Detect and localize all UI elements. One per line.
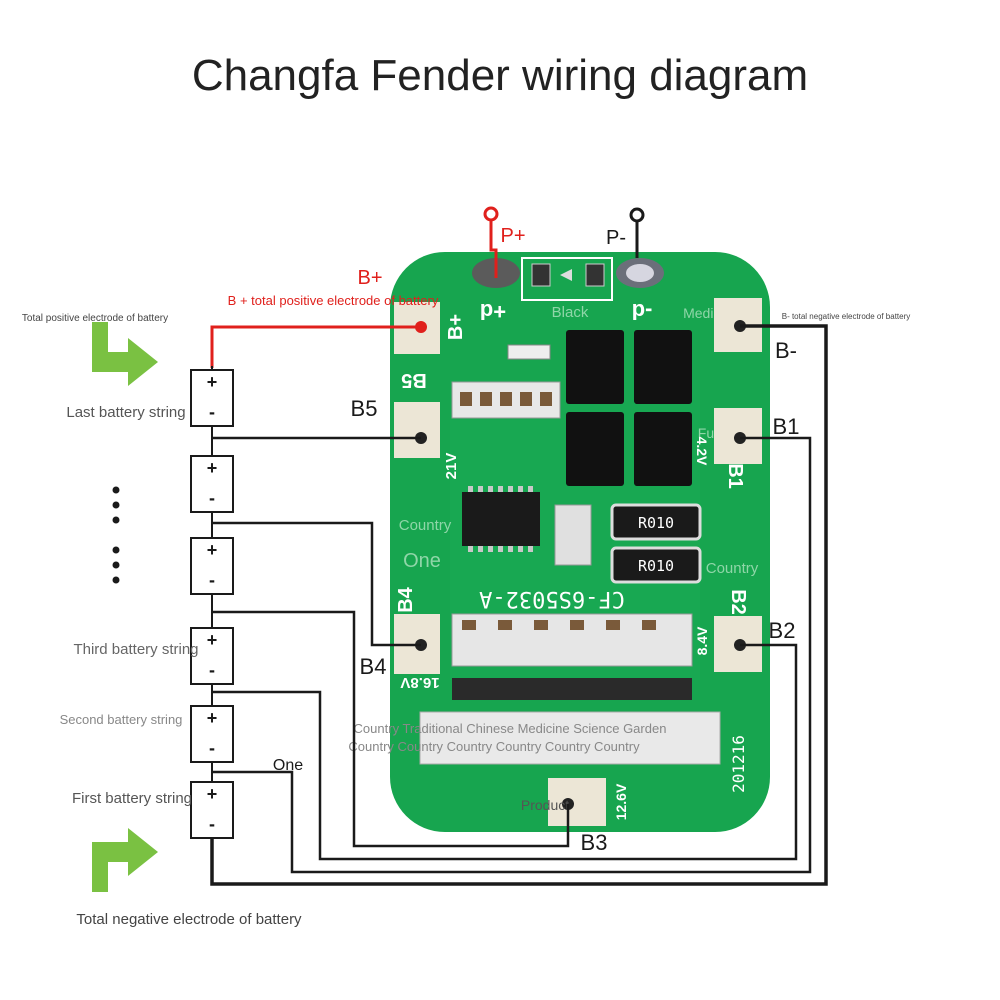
label-b5: B5 bbox=[351, 396, 378, 421]
label-b-plus-desc: B + total positive electrode of battery bbox=[228, 293, 439, 308]
silk-black: Black bbox=[552, 304, 589, 321]
shunt-resistor-1 bbox=[610, 503, 702, 541]
silk-b4: B4 bbox=[395, 586, 417, 612]
ic-chip-pins bbox=[468, 486, 533, 552]
label-one: One bbox=[273, 757, 303, 774]
label-p-minus: P- bbox=[606, 227, 626, 249]
cell-plus-sign: + bbox=[207, 540, 218, 560]
label-b-plus: B+ bbox=[357, 267, 382, 289]
label-last-string: Last battery string bbox=[66, 404, 185, 421]
wire-b-plus bbox=[210, 325, 421, 368]
silk-b2: B2 bbox=[727, 589, 749, 615]
label-b4: B4 bbox=[360, 654, 387, 679]
connector-strip-dark bbox=[452, 678, 692, 700]
cell-minus-sign: - bbox=[209, 660, 215, 680]
label-b3: B3 bbox=[581, 830, 608, 855]
silk-b1: B1 bbox=[724, 463, 746, 489]
connector-strip-light bbox=[419, 711, 721, 765]
cell-plus-sign: + bbox=[207, 458, 218, 478]
battery-cell-last: + - bbox=[190, 366, 234, 427]
mosfet-2 bbox=[634, 330, 692, 404]
wire-b1 bbox=[212, 436, 812, 874]
wire-b2 bbox=[212, 643, 798, 861]
label-first-string: First battery string bbox=[72, 790, 192, 807]
mosfet-4 bbox=[634, 412, 692, 486]
mosfet-1 bbox=[566, 330, 624, 404]
silk-p-plus: +d bbox=[480, 299, 506, 324]
board-model: CF-6S5032-A bbox=[479, 586, 625, 611]
smd-top bbox=[507, 344, 551, 360]
arrow-total-positive-icon bbox=[92, 322, 158, 386]
diode-left bbox=[531, 263, 551, 287]
resistor-array-cells bbox=[462, 620, 656, 630]
silk-one: One bbox=[403, 550, 441, 572]
label-p-plus: P+ bbox=[500, 225, 525, 247]
shunt-resistor-2 bbox=[610, 546, 702, 584]
ellipsis-dots bbox=[112, 486, 120, 584]
pad-b5 bbox=[394, 402, 440, 458]
silk-168v: 16.8V bbox=[400, 674, 439, 691]
battery-cell-first: + - bbox=[190, 781, 234, 839]
silk-country-2: Country bbox=[706, 560, 759, 577]
label-third-string: Third battery string bbox=[73, 641, 198, 658]
cell-minus-sign: - bbox=[209, 738, 215, 758]
label-b-minus-desc: B- total negative electrode of battery bbox=[782, 312, 911, 321]
board-date: 201216 bbox=[729, 735, 748, 793]
silk-b-plus: B+ bbox=[445, 314, 467, 340]
cell-minus-sign: - bbox=[209, 570, 215, 590]
battery-cell-4: + - bbox=[190, 537, 234, 595]
cell-minus-sign: - bbox=[209, 402, 215, 422]
mosfet-3 bbox=[566, 412, 624, 486]
label-b1: B1 bbox=[773, 414, 800, 439]
cell-minus-sign: - bbox=[209, 488, 215, 508]
silk-126v: 12.6V bbox=[613, 783, 629, 820]
pad-b3 bbox=[548, 778, 606, 826]
label-b2: B2 bbox=[769, 618, 796, 643]
silk-country-1: Country bbox=[399, 517, 452, 534]
battery-cell-second: + - bbox=[190, 705, 234, 763]
battery-cell-third: + - bbox=[190, 627, 234, 685]
silk-84v: 8.4V bbox=[694, 626, 710, 655]
bms-board: +d -d Black Medium bbox=[348, 252, 770, 832]
resistor-row-b5-cells bbox=[460, 392, 552, 406]
diode-frame bbox=[521, 257, 613, 301]
diode-right bbox=[585, 263, 605, 287]
silk-21v: 21V bbox=[443, 453, 460, 480]
p-plus-terminal bbox=[483, 206, 499, 278]
silk-product: Product bbox=[521, 797, 569, 813]
label-second-string: Second battery string bbox=[60, 712, 183, 727]
arrow-total-negative-icon bbox=[92, 828, 158, 892]
label-b-minus: B- bbox=[775, 338, 797, 363]
cell-minus-sign: - bbox=[209, 814, 215, 834]
diode-symbol bbox=[560, 269, 572, 281]
p-minus-terminal bbox=[629, 207, 645, 258]
cell-plus-sign: + bbox=[207, 784, 218, 804]
wire-b3 bbox=[212, 610, 570, 848]
cell-plus-sign: + bbox=[207, 630, 218, 650]
battery-cell-5: + - bbox=[190, 455, 234, 513]
label-total-negative: Total negative electrode of battery bbox=[76, 911, 302, 928]
silk-line-1: Country Traditional Chinese Medicine Sci… bbox=[354, 721, 667, 736]
wire-b-minus bbox=[210, 324, 828, 886]
smd-mid bbox=[554, 504, 592, 566]
silk-p-minus: -d bbox=[632, 299, 653, 324]
wire-b4 bbox=[212, 521, 421, 647]
cell-plus-sign: + bbox=[207, 372, 218, 392]
page-title: Changfa Fender wiring diagram bbox=[192, 51, 808, 100]
shunt-label-2: R010 bbox=[638, 557, 674, 575]
ic-chip bbox=[462, 492, 540, 546]
silk-42v: 4.2V bbox=[694, 437, 710, 466]
shunt-label-1: R010 bbox=[638, 514, 674, 532]
p-minus-pad-shine bbox=[626, 264, 654, 282]
cell-plus-sign: + bbox=[207, 708, 218, 728]
silk-line-2: Country Country Country Country Country … bbox=[348, 739, 640, 754]
label-total-positive: Total positive electrode of battery bbox=[22, 313, 168, 324]
silk-b5: B5 bbox=[401, 369, 427, 391]
